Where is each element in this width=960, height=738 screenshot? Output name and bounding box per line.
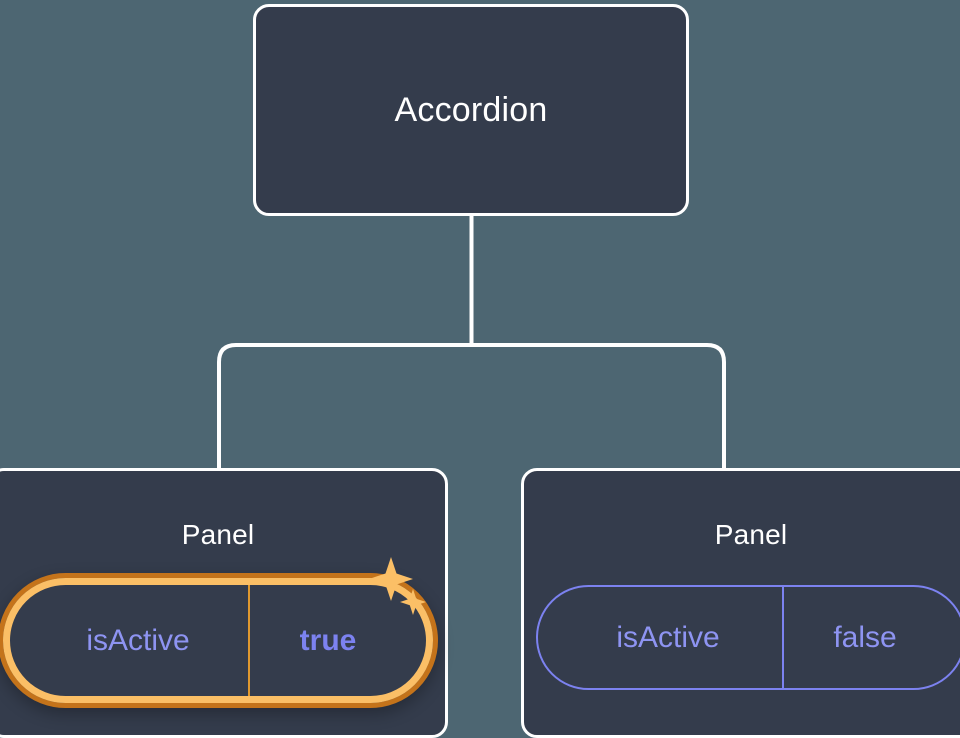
prop-pill-wrapper: isActive true (0, 557, 445, 708)
tree-node-panel-active[interactable]: Panel isActive true (0, 468, 448, 738)
node-title: Accordion (394, 90, 548, 129)
prop-pill-active[interactable]: isActive true (0, 573, 438, 708)
prop-value: true (248, 585, 426, 696)
prop-value: false (782, 587, 960, 688)
tree-node-accordion[interactable]: Accordion (253, 4, 689, 216)
prop-key: isActive (86, 623, 190, 657)
prop-pill-inactive[interactable]: isActive false (536, 585, 960, 690)
prop-pill-inner-ring: isActive true (3, 578, 433, 703)
prop-pill-wrapper: isActive false (524, 585, 960, 690)
node-title: Panel (714, 519, 788, 550)
node-title: Panel (181, 519, 255, 550)
prop-key: isActive (616, 620, 720, 654)
connector-children-bus (217, 343, 726, 468)
tree-node-panel-inactive[interactable]: Panel isActive false (521, 468, 960, 738)
